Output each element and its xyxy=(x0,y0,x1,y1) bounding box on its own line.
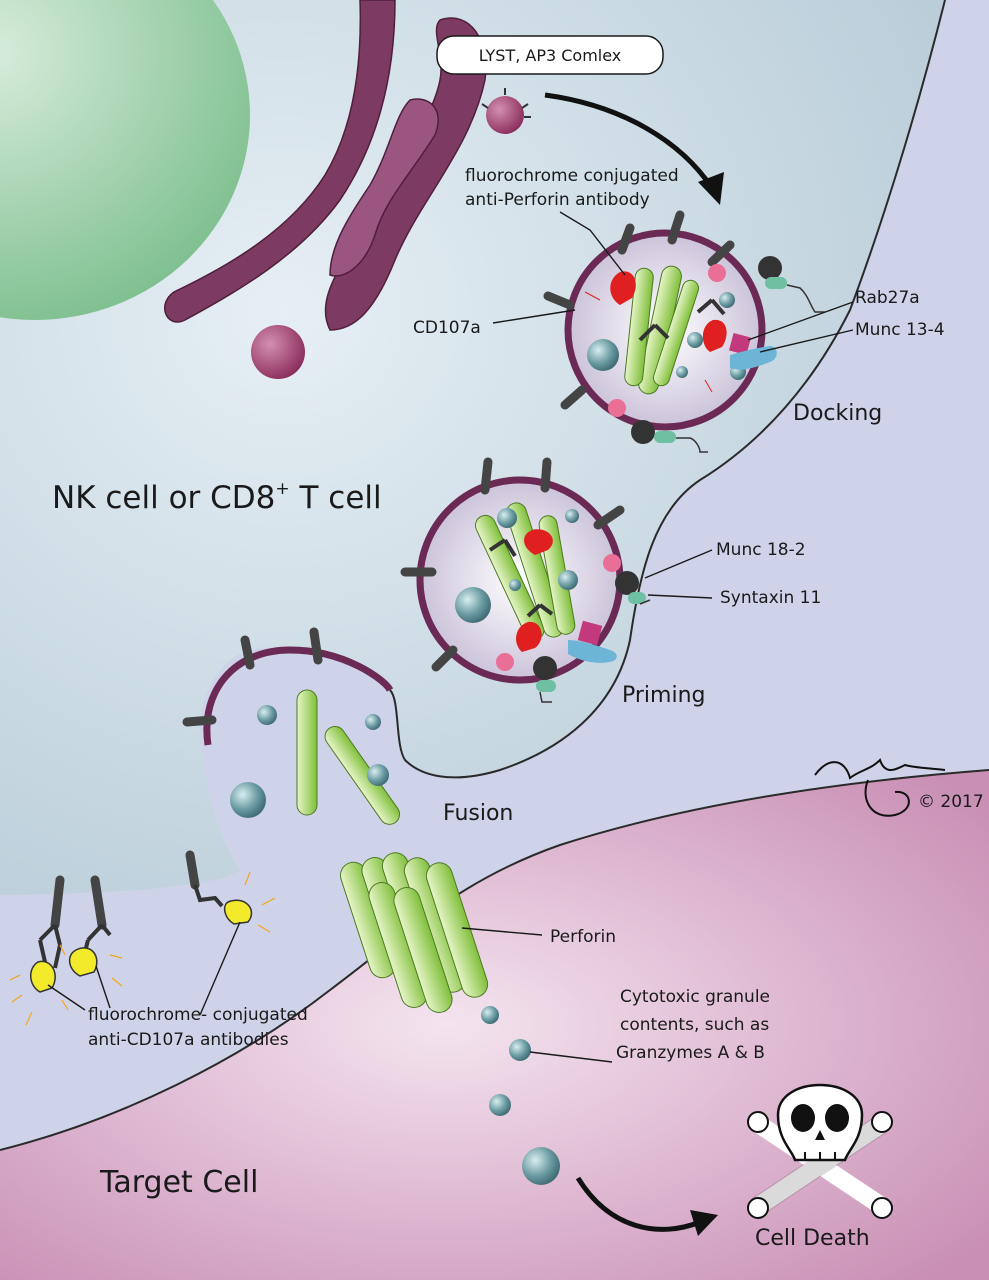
cell-type-superscript: + xyxy=(275,479,289,499)
syntaxin-label: Syntaxin 11 xyxy=(720,588,821,608)
leader-lines xyxy=(47,211,854,1063)
effector-cell-cytoplasm xyxy=(0,0,945,895)
docking-tethers xyxy=(608,256,825,453)
secretory-vesicle xyxy=(251,325,305,379)
fusion-label: Fusion xyxy=(443,801,513,826)
golgi-apparatus xyxy=(164,0,487,331)
target-cell-body xyxy=(0,770,989,1280)
perforin-label: Perforin xyxy=(550,927,616,947)
skull-crossbones-icon xyxy=(747,1083,893,1219)
cell-type-label: NK cell or CD8+ T cell xyxy=(52,479,382,516)
docking-label: Docking xyxy=(793,401,882,426)
cd107a-antibody-label-line2: anti-CD107a antibodies xyxy=(88,1030,289,1050)
priming-label: Priming xyxy=(622,683,706,708)
priming-granule xyxy=(400,457,625,684)
cell-death-label: Cell Death xyxy=(755,1226,870,1251)
cd107a-antibody-label-line1: fluorochrome- conjugated xyxy=(88,1005,308,1025)
perforin-antibody-label-line2: anti-Perforin antibody xyxy=(465,190,650,210)
artist-signature xyxy=(814,758,946,817)
nucleus xyxy=(0,0,250,320)
fusion-granule xyxy=(182,627,401,825)
anti-cd107a-antibodies xyxy=(9,850,276,1026)
priming-tethers xyxy=(496,554,651,703)
cd107a-label: CD107a xyxy=(413,318,481,338)
target-cell-label: Target Cell xyxy=(99,1165,258,1200)
effector-cell-membrane xyxy=(389,0,946,779)
cell-type-tail: T cell xyxy=(290,480,382,516)
lyst-complex-label: LYST, AP3 Comlex xyxy=(479,46,622,65)
granule-contents-line3: Granzymes A & B xyxy=(616,1043,765,1063)
lyst-complex-pill xyxy=(436,35,664,75)
granule-contents-line2: contents, such as xyxy=(620,1015,769,1035)
perforin-antibody-label-line1: fluorochrome conjugated xyxy=(465,166,679,186)
rab27a-label: Rab27a xyxy=(855,288,920,308)
perforin-pore xyxy=(339,852,489,1013)
cell-type-main: NK cell or CD8 xyxy=(52,480,275,516)
trafficking-arrow xyxy=(544,92,715,190)
granzyme-particles xyxy=(481,1006,560,1185)
budding-granule xyxy=(481,88,531,134)
death-arrow xyxy=(575,1176,701,1232)
docking-granule xyxy=(543,210,766,431)
munc18-label: Munc 18-2 xyxy=(716,540,806,560)
granule-contents-line1: Cytotoxic granule xyxy=(620,987,770,1007)
copyright-label: © 2017 xyxy=(918,792,984,812)
munc13-label: Munc 13-4 xyxy=(855,320,945,340)
